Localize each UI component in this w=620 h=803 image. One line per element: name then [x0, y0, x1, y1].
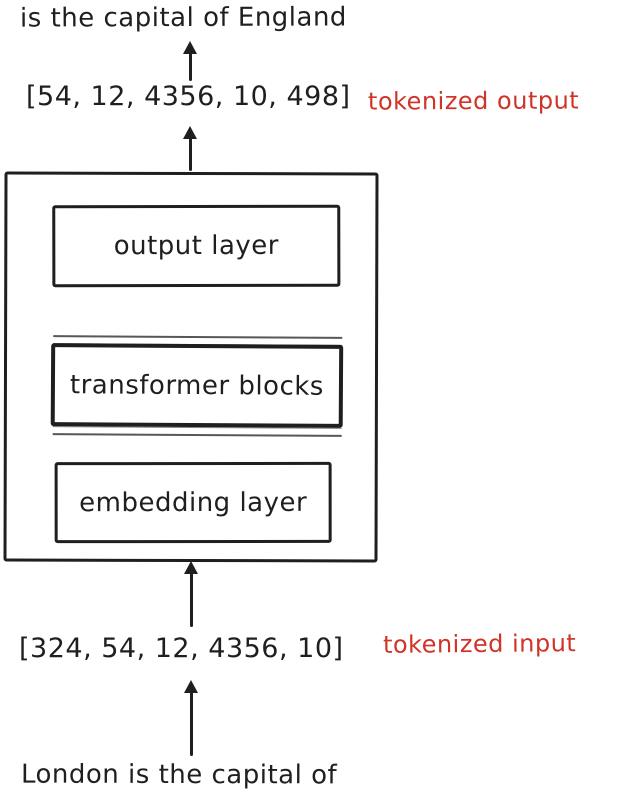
- transformer-blocks-label: transformer blocks: [69, 369, 325, 402]
- output-layer-label: output layer: [113, 230, 279, 262]
- model-box: output layer transformer blocks embeddin…: [3, 171, 379, 563]
- tokenized-input-values: [324, 54, 12, 4356, 10]: [19, 633, 344, 664]
- arrow-up-icon: [183, 126, 197, 171]
- tokenized-input-label: tokenized input: [382, 629, 577, 659]
- transformer-blocks-box: transformer blocks: [50, 343, 344, 428]
- output-layer-box: output layer: [52, 204, 341, 288]
- output-sentence-text: is the capital of England: [19, 2, 347, 34]
- tokenized-output-values: [54, 12, 4356, 10, 498]: [26, 81, 351, 112]
- arrow-up-icon: [184, 561, 198, 627]
- arrow-up-icon: [184, 680, 198, 756]
- tokenized-output-label: tokenized output: [367, 86, 580, 116]
- input-sentence-text: London is the capital of: [20, 759, 338, 791]
- embedding-layer-box: embedding layer: [54, 461, 332, 544]
- embedding-layer-label: embedding layer: [79, 487, 308, 518]
- arrow-up-icon: [183, 41, 197, 81]
